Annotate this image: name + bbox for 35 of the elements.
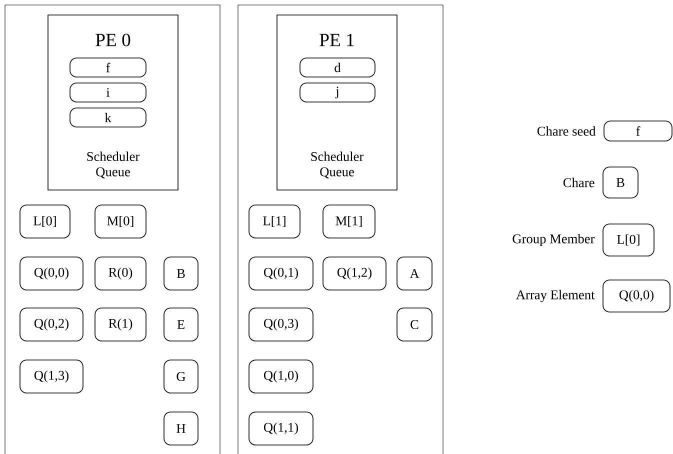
chare-box: L[0] [602,224,654,256]
chare-seed-box: k [70,108,146,128]
chare-box: Q(0,3) [248,308,314,342]
chare-box: Q(0,0) [602,280,670,312]
chare-box: Q(0,1) [248,256,314,290]
chare-box: A [396,256,432,290]
chare-seed-box: j [300,82,376,102]
chare-box: B [602,166,638,198]
chare-box: R(0) [94,256,146,290]
chare-seed-box: f [604,120,672,142]
processor-panel [4,4,220,454]
chare-box: C [396,308,432,342]
chare-seed-box: d [300,58,376,78]
node-caption: Chare seed [537,126,596,136]
chare-box: Q(1,0) [248,360,314,394]
chare-box: L[0] [20,204,70,238]
chare-box: E [164,308,198,342]
chare-seed-box: i [70,82,146,102]
node-caption: Chare [563,178,594,188]
chare-box: Q(0,0) [20,256,84,290]
chare-box: H [164,412,198,446]
chare-box: G [164,360,198,394]
chare-box: B [164,256,198,290]
chare-box: M[1] [322,204,376,238]
processor-panel [238,4,444,454]
chare-box: L[1] [248,204,300,238]
chare-box: Q(0,2) [20,308,84,342]
chare-box: Q(1,1) [248,412,314,446]
chare-seed-box: f [70,58,146,78]
node-caption: Group Member [512,234,595,246]
chare-box: Q(1,3) [20,360,84,394]
node-caption: Array Element [516,290,595,302]
chare-box: M[0] [94,204,146,238]
chare-box: R(1) [94,308,146,342]
chare-box: Q(1,2) [322,256,386,290]
